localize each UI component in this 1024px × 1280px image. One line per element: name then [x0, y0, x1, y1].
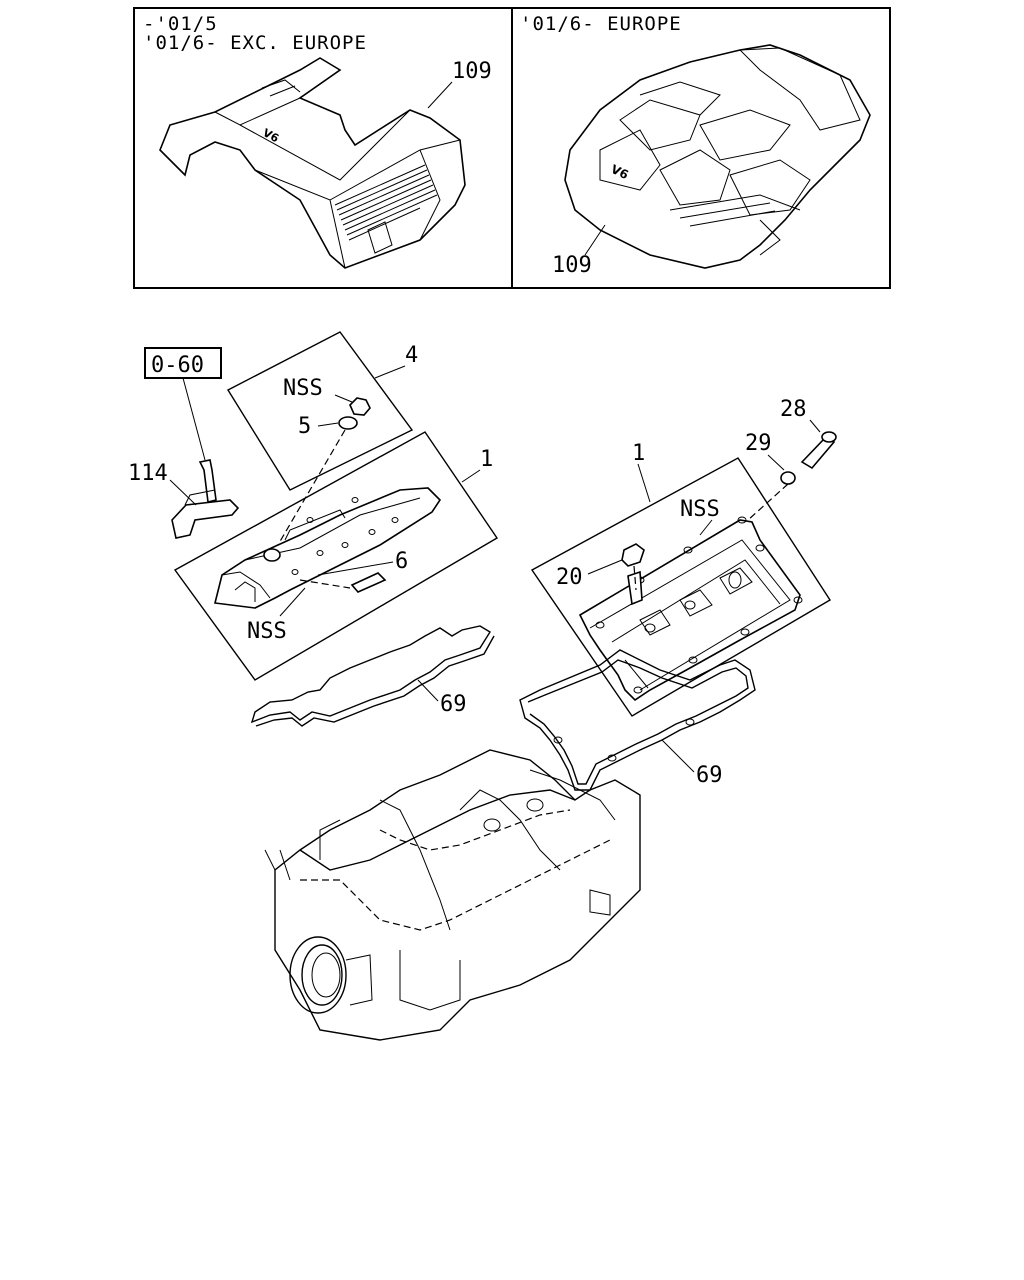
callout-69-right: 69 [696, 763, 723, 788]
callout-5: 5 [298, 414, 311, 439]
oil-filler-cap [338, 397, 371, 430]
callout-109-left: 109 [452, 59, 492, 84]
leader-29 [767, 454, 785, 471]
leader-4 [374, 365, 406, 379]
top-frame [133, 7, 891, 289]
engine-cover-right: V6 [564, 44, 871, 269]
leader-nss-cap [334, 394, 353, 403]
left-panel-date-line2: '01/6- EXC. EUROPE [143, 32, 367, 54]
cap-axis-line [274, 429, 346, 551]
callout-1-right: 1 [632, 441, 645, 466]
left-gasket [250, 625, 495, 727]
leader-69-right [661, 739, 695, 773]
leader-69-left [417, 679, 439, 702]
callout-114: 114 [128, 461, 168, 486]
nss-left-label: NSS [247, 619, 287, 644]
leader-1-left [461, 469, 481, 483]
engine-cover-left: V6 [159, 57, 466, 269]
washer-29 [780, 471, 796, 485]
nss-cap-label: NSS [283, 376, 323, 401]
stud-6 [350, 572, 387, 593]
callout-29: 29 [745, 431, 772, 456]
leader-reference [182, 377, 206, 461]
bracket-114 [171, 459, 240, 539]
left-panel-date-line1: -'01/5 [143, 13, 218, 35]
left-valve-cover [214, 487, 442, 609]
leader-5 [317, 422, 339, 427]
leader-109-left [427, 81, 453, 109]
callout-1-left: 1 [480, 447, 493, 472]
right-cover-emblem: V6 [609, 162, 631, 182]
callout-109-right: 109 [552, 253, 592, 278]
bolt-axis-line [747, 483, 789, 521]
callout-6: 6 [395, 549, 408, 574]
callout-20: 20 [556, 565, 583, 590]
right-gasket [519, 649, 756, 791]
left-cover-group-box [173, 431, 498, 681]
leader-114 [169, 479, 197, 506]
leader-28 [809, 419, 821, 433]
callout-28: 28 [780, 397, 807, 422]
leader-nss-left [279, 587, 306, 617]
leader-109-right [584, 224, 606, 256]
pcv-axis-line [633, 565, 637, 591]
bolt-28 [800, 431, 837, 470]
right-valve-cover [578, 516, 803, 702]
leader-20 [587, 559, 623, 575]
callout-4: 4 [405, 343, 418, 368]
reference-box-label: 0-60 [151, 353, 204, 378]
right-cover-group-box [530, 457, 831, 717]
leader-6 [317, 561, 394, 576]
stud-axis-line [299, 579, 351, 589]
engine-block [264, 749, 641, 1041]
leader-1-right [637, 463, 651, 503]
right-panel-date-line1: '01/6- EUROPE [520, 13, 682, 35]
nss-right-label: NSS [680, 497, 720, 522]
leader-nss-right [699, 519, 713, 536]
callout-69-left: 69 [440, 692, 467, 717]
cap-group-box [227, 331, 414, 491]
